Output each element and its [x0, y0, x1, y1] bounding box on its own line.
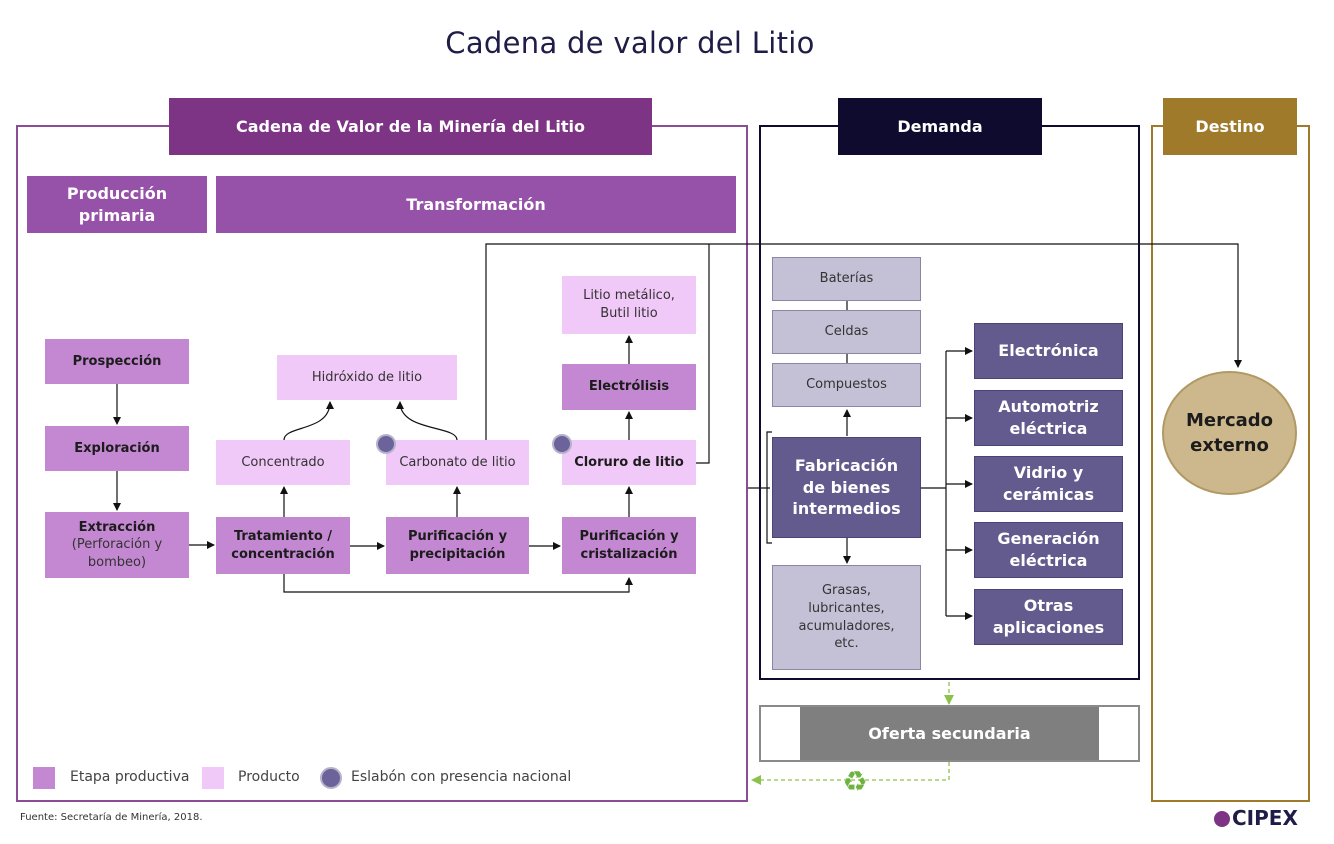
page-title: Cadena de valor del Litio [445, 26, 815, 60]
demand-baterias: Baterías [772, 257, 921, 301]
legend-eslabon-dot-icon [320, 767, 342, 789]
cipex-logo-text: CIPEX [1232, 806, 1298, 830]
source-note: Fuente: Secretaría de Minería, 2018. [20, 812, 203, 823]
stage-electrolisis: Electrólisis [562, 364, 696, 410]
stage-purificacion-precipitacion: Purificación y precipitación [386, 517, 529, 574]
national-presence-dot-icon [552, 434, 572, 454]
legend-eslabon-label: Eslabón con presencia nacional [351, 769, 572, 785]
stage-extraccion: Extracción (Perforación y bombeo) [45, 512, 189, 578]
primary-production-header: Producción primaria [27, 176, 207, 233]
demand-header: Demanda [838, 98, 1042, 155]
legend-etapa-label: Etapa productiva [70, 769, 190, 785]
product-carbonato: Carbonato de litio [386, 440, 529, 485]
legend-producto-swatch [202, 767, 224, 789]
stage-extraccion-detail: (Perforación y bombeo) [71, 537, 163, 570]
product-concentrado: Concentrado [216, 440, 350, 485]
cipex-logo: CIPEX [1214, 806, 1298, 830]
product-hidroxido: Hidróxido de litio [277, 355, 457, 400]
cipex-logo-icon [1214, 811, 1230, 827]
demand-grasas: Grasas, lubricantes, acumuladores, etc. [772, 565, 921, 670]
product-litio-metalico: Litio metálico, Butil litio [562, 276, 696, 334]
demand-automotriz: Automotriz eléctrica [974, 390, 1123, 446]
stage-extraccion-label: Extracción [78, 519, 156, 535]
national-presence-dot-icon [376, 434, 396, 454]
stage-exploracion: Exploración [45, 426, 189, 471]
mercado-externo: Mercado externo [1162, 371, 1297, 495]
demand-vidrio: Vidrio y cerámicas [974, 456, 1123, 512]
destination-header: Destino [1163, 98, 1297, 155]
demand-celdas: Celdas [772, 310, 921, 354]
product-cloruro: Cloruro de litio [562, 440, 696, 485]
stage-tratamiento: Tratamiento / concentración [216, 517, 350, 574]
legend-etapa-swatch [33, 767, 55, 789]
demand-generacion: Generación eléctrica [974, 522, 1123, 578]
demand-fabricacion: Fabricación de bienes intermedios [772, 437, 921, 538]
legend-producto-label: Producto [238, 769, 300, 785]
oferta-secundaria: Oferta secundaria [800, 707, 1099, 760]
stage-prospeccion: Prospección [45, 339, 189, 384]
demand-electronica: Electrónica [974, 323, 1123, 379]
recycle-icon: ♻ [842, 765, 868, 798]
mining-header: Cadena de Valor de la Minería del Litio [169, 98, 652, 155]
demand-compuestos: Compuestos [772, 363, 921, 407]
stage-purificacion-cristalizacion: Purificación y cristalización [562, 517, 696, 574]
demand-otras: Otras aplicaciones [974, 589, 1123, 645]
transformation-header: Transformación [216, 176, 736, 233]
